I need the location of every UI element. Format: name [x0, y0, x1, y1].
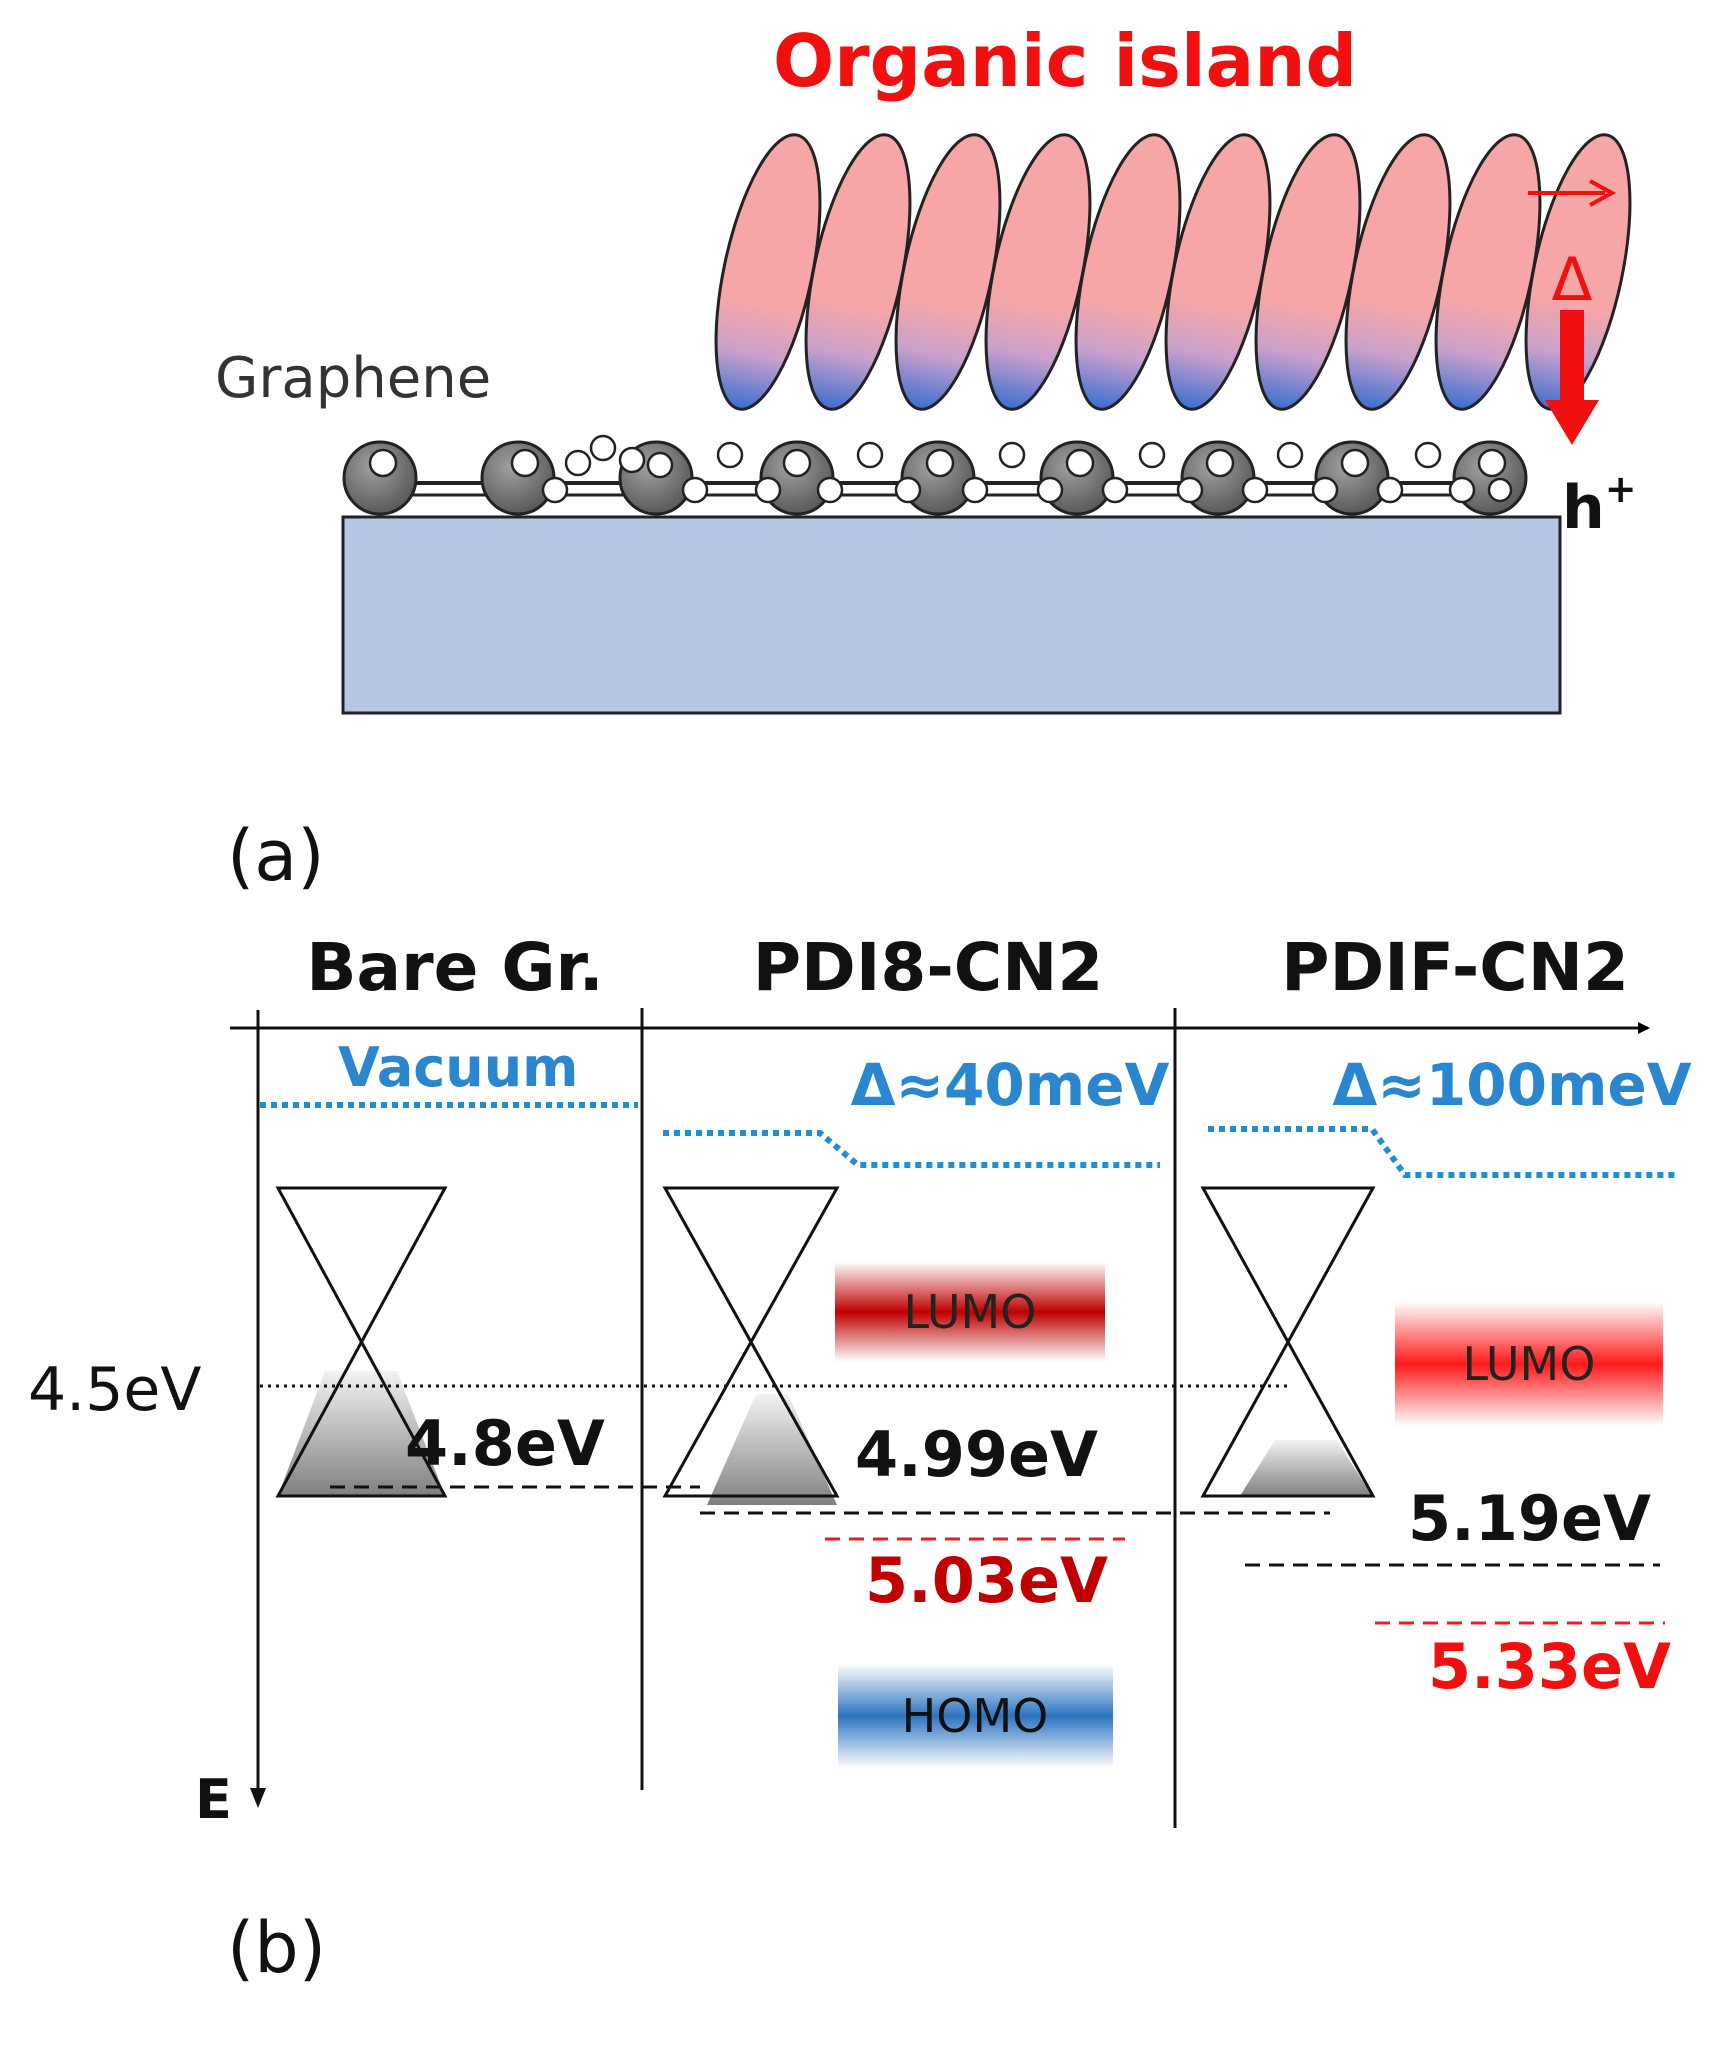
organic-molecule: [1524, 133, 1632, 411]
fermi-pdif-label: 5.19eV: [1408, 1482, 1651, 1555]
delta-symbol: Δ: [1551, 245, 1592, 315]
hole-circle: [1065, 448, 1095, 478]
organic-island-title: Organic island: [773, 19, 1357, 103]
delta-pdif-label: Δ≈100meV: [1332, 1051, 1691, 1119]
fermi-pdi8-label: 4.99eV: [855, 1418, 1098, 1491]
column-header-pdif-cn2: PDIF-CN2: [1281, 929, 1629, 1006]
hole-circle: [1036, 476, 1064, 504]
hole-circle: [541, 476, 569, 504]
hole-circle: [646, 451, 674, 479]
organic-molecules: [714, 133, 1632, 411]
panel-b-caption: (b): [227, 1907, 326, 1989]
hole-circle: [782, 448, 812, 478]
hole-circle: [1477, 448, 1507, 478]
hole-circle: [1276, 441, 1304, 469]
panel-a: Organic island: [215, 19, 1637, 897]
cone-filled-region-pdif: [1240, 1440, 1372, 1496]
hole-circle: [754, 476, 782, 504]
hole-circle: [1101, 476, 1129, 504]
cone-outline-bare: [275, 1186, 448, 1498]
energy-axis-label: E: [195, 1768, 232, 1831]
hole-circle: [681, 476, 709, 504]
dirac-cone-bare: [275, 1186, 448, 1498]
hole-circle: [1487, 477, 1513, 503]
hole-circle: [589, 434, 617, 462]
molecular-pdif-label: 5.33eV: [1428, 1630, 1671, 1703]
charge-transfer-arrow-head: [1545, 400, 1599, 445]
dirac-cone-pdif: [1200, 1186, 1376, 1498]
homo-box-pdi8: [838, 1664, 1113, 1768]
cone-outline-pdif: [1200, 1186, 1376, 1498]
vacuum-label: Vacuum: [338, 1036, 578, 1099]
substrate-block: [341, 515, 1562, 715]
column-header-bare-graphene: Bare Gr.: [306, 929, 604, 1006]
lumo-pdif-label: LUMO: [1463, 1337, 1596, 1391]
hole-circle: [1311, 476, 1339, 504]
fermi-bare-label: 4.8eV: [405, 1407, 605, 1480]
lumo-box-pdi8: [835, 1262, 1105, 1362]
cone-filled-region-bare: [278, 1371, 445, 1496]
hole-circle: [856, 441, 884, 469]
hole-circle: [564, 449, 592, 477]
hole-label: h+: [1562, 467, 1637, 543]
dirac-cone-pdi8: [662, 1186, 840, 1505]
hole-circle: [618, 446, 646, 474]
cone-outline-pdi8: [662, 1186, 840, 1498]
delta-pdi8-label: Δ≈40meV: [851, 1051, 1170, 1119]
molecular-pdi8-label: 5.03eV: [865, 1544, 1108, 1617]
hole-circle: [716, 441, 744, 469]
hole-circle: [1176, 476, 1204, 504]
hole-circle: [961, 476, 989, 504]
homo-pdi8-label: HOMO: [902, 1689, 1049, 1743]
graphene-atom: [342, 440, 418, 516]
hole-circle: [1448, 476, 1476, 504]
hole-circle: [925, 448, 955, 478]
hole-carriers: [368, 434, 1513, 504]
reference-level-label: 4.5eV: [28, 1355, 201, 1425]
hole-circle: [1414, 441, 1442, 469]
hole-circle: [1376, 476, 1404, 504]
vacuum-level-pdif: [1208, 1126, 1675, 1178]
lumo-pdi8-label: LUMO: [904, 1285, 1037, 1339]
vacuum-level-pdi8: [663, 1130, 1160, 1168]
panel-b: Bare Gr. PDI8-CN2 PDIF-CN2 E Vacuum Δ≈40…: [28, 929, 1692, 1989]
hole-circle: [894, 476, 922, 504]
lumo-box-pdif: [1395, 1302, 1663, 1426]
graphene-label: Graphene: [215, 346, 491, 411]
energy-axis-arrowhead: [250, 1788, 266, 1808]
hole-circle: [816, 476, 844, 504]
hole-circle: [998, 441, 1026, 469]
hole-circle: [1241, 476, 1269, 504]
hole-circle: [1340, 448, 1370, 478]
charge-transfer-arrow-shaft: [1560, 310, 1584, 405]
hole-circle: [1205, 448, 1235, 478]
hole-circle: [368, 448, 398, 478]
hole-circle: [510, 448, 540, 478]
hole-circle: [1138, 441, 1166, 469]
cone-filled-region-pdi8: [707, 1394, 837, 1505]
panel-a-caption: (a): [227, 815, 325, 897]
shift-arrow-head: [1589, 179, 1617, 207]
column-header-pdi8-cn2: PDI8-CN2: [753, 929, 1104, 1006]
